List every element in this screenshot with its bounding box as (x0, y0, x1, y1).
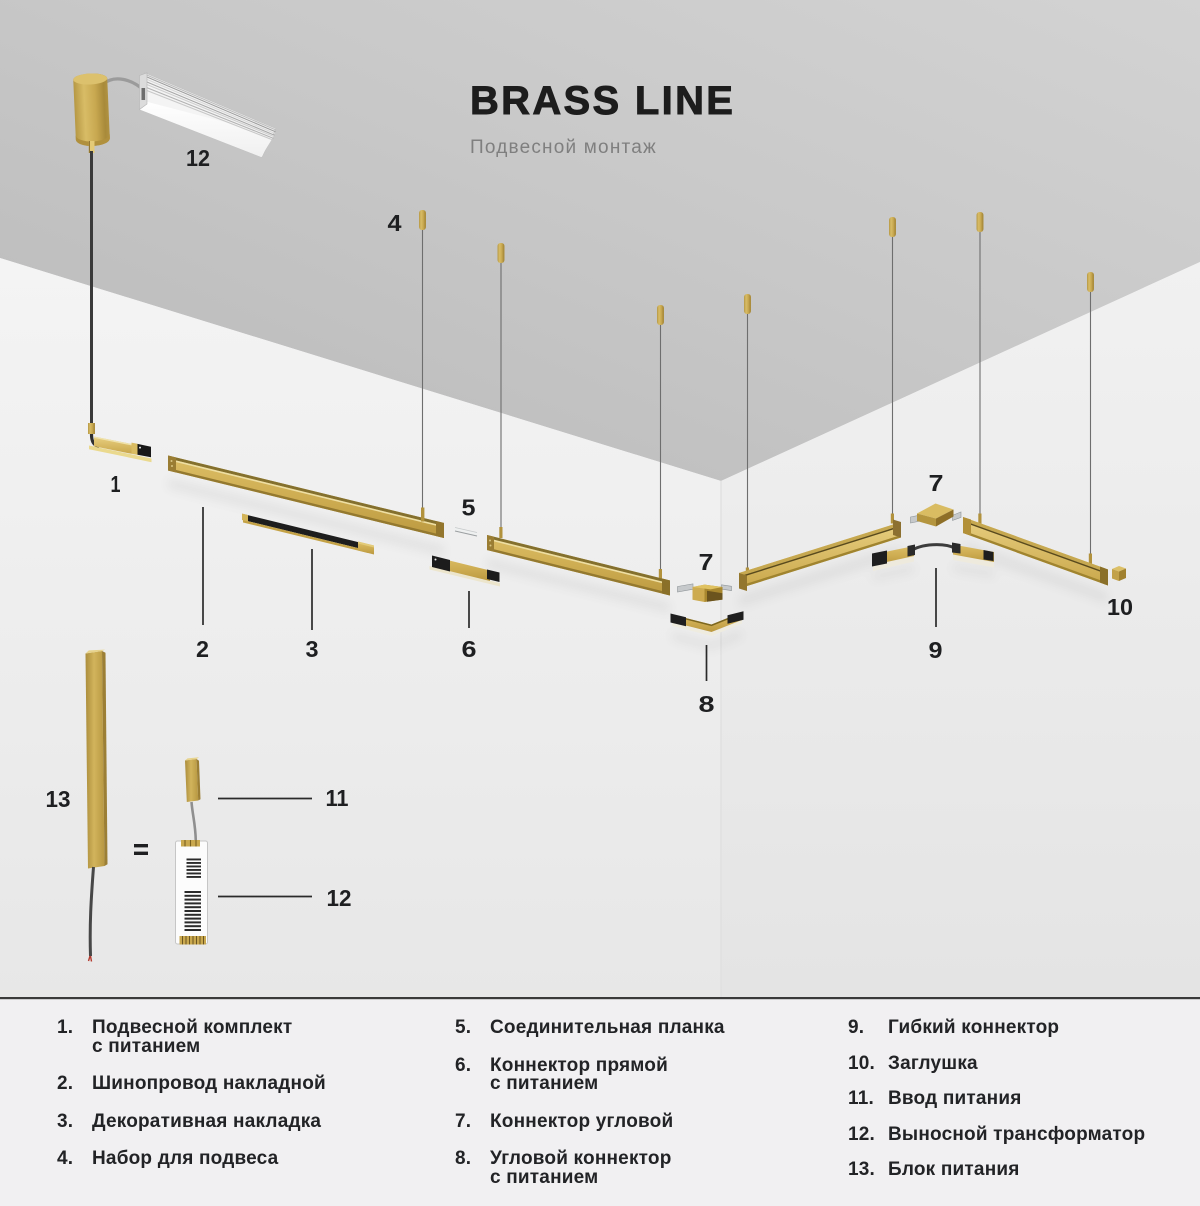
svg-text:7: 7 (699, 549, 714, 575)
svg-text:9: 9 (929, 637, 943, 663)
svg-text:12: 12 (327, 885, 352, 911)
svg-text:1: 1 (111, 471, 121, 497)
svg-text:4: 4 (388, 210, 402, 236)
svg-text:13: 13 (46, 786, 71, 812)
svg-text:8: 8 (699, 691, 715, 717)
svg-text:12: 12 (186, 145, 210, 171)
svg-text:BRASS LINE: BRASS LINE (470, 79, 735, 123)
svg-text:3: 3 (306, 636, 319, 662)
svg-text:6: 6 (462, 636, 477, 662)
svg-text:5: 5 (462, 495, 476, 521)
svg-text:2: 2 (196, 636, 209, 662)
svg-text:11: 11 (326, 785, 349, 811)
svg-text:Подвесной монтаж: Подвесной монтаж (470, 137, 657, 158)
svg-text:7: 7 (929, 470, 944, 496)
svg-text:10: 10 (1107, 594, 1133, 620)
